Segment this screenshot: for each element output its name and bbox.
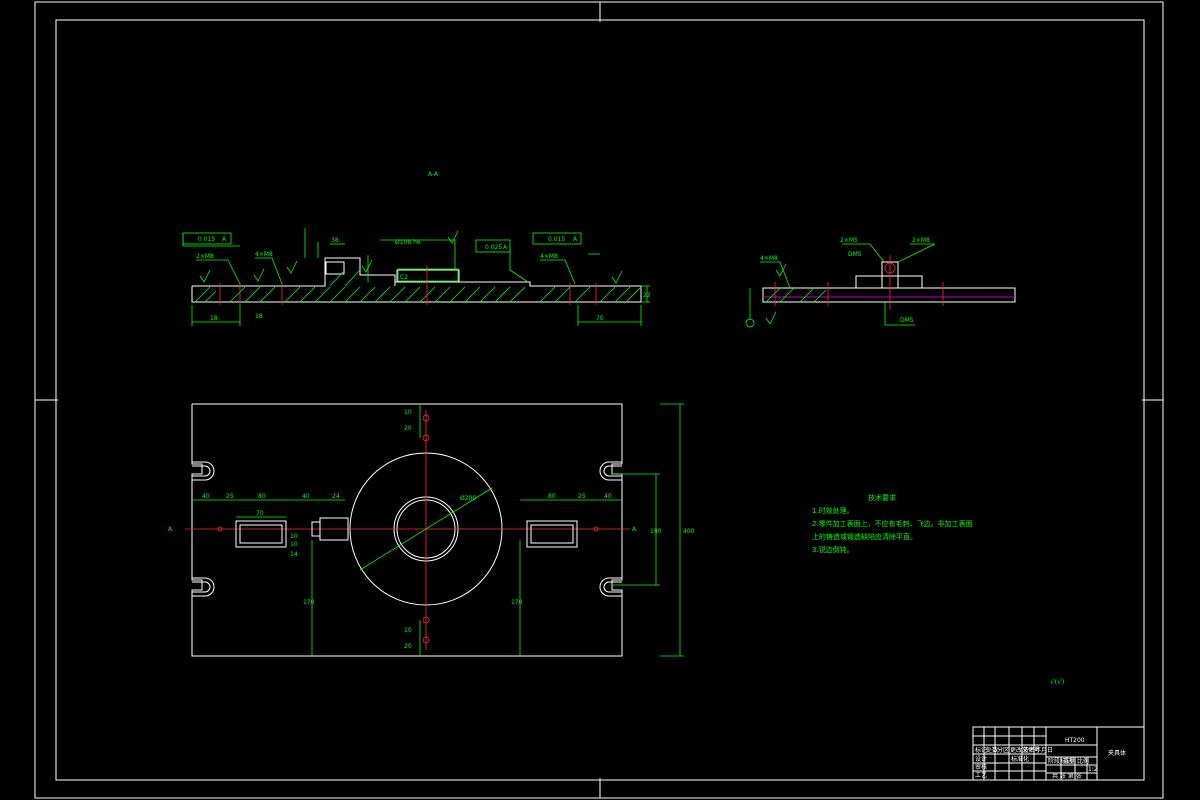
title-block: HT200 夹具体 标记 处数 分区 更改文件号 签名 年月日 阶段标记 重量 … <box>972 726 1145 781</box>
datum-label-2: A <box>503 244 508 251</box>
plan-vert-top-2: 20 <box>404 425 412 432</box>
tech-requirements: 技术要求 1.时效处理。 2.零件加工表面上，不应有毛刺、飞边。非加工表面 上的… <box>812 493 973 554</box>
title-name: 夹具体 <box>1108 749 1126 757</box>
plan-dim-4: 40 <box>302 493 310 500</box>
plan-dim-5: 24 <box>332 493 340 500</box>
datum-label-1: A <box>222 236 227 243</box>
depth-dim: 18 <box>255 313 263 320</box>
side-section-view: 0.015 A 0.015 A 0.025 A 2×M8 4×M8 4×M8 Ø… <box>182 228 651 326</box>
section-label: A-A <box>428 171 439 178</box>
right-width-dim: 70 <box>596 315 604 322</box>
height-dim: 38 <box>331 237 339 244</box>
tb-role-0: 设计 <box>975 755 987 763</box>
tech-title: 技术要求 <box>868 493 896 502</box>
tol-label-3: 0.015 <box>548 236 565 243</box>
hole-spec-1: 2×M8 <box>196 253 214 260</box>
tb-row-3: 更改文件号 <box>1010 746 1040 754</box>
tol-label-1: 0.015 <box>198 236 215 243</box>
title-material: HT200 <box>1065 737 1085 744</box>
tb-row-4: 签名 <box>1023 746 1035 754</box>
tb-role-2: 工艺 <box>975 771 987 779</box>
plan-view: A A 40 25 80 40 24 80 25 40 70 10 10 14 … <box>168 403 695 657</box>
plan-height-left: 170 <box>303 599 315 606</box>
tb-standard: 标准化 <box>1011 755 1029 763</box>
svg-text:A: A <box>168 526 173 533</box>
plan-small-3: 14 <box>290 551 298 558</box>
tb-stage-1: 重量 <box>1063 757 1075 765</box>
small-hole-spec: 4×M8 <box>760 255 778 262</box>
plan-right-span: 180 <box>650 528 662 535</box>
tech-item-3: 上的铸造或锻造缺陷应清除平直。 <box>812 532 917 541</box>
small-depth: DM5 <box>848 251 862 258</box>
center-dim: Ø108 h6 <box>395 239 421 246</box>
plan-dim-2: 25 <box>226 493 234 500</box>
tb-sheet: 共 张 第 张 <box>1052 772 1082 780</box>
plan-small-2: 10 <box>290 541 298 548</box>
outer-frame <box>34 1 1164 799</box>
tb-row-2: 分区 <box>997 746 1009 754</box>
svg-text:A: A <box>632 526 637 533</box>
tb-stage-2: 比例 <box>1077 757 1089 765</box>
plan-height-right: 170 <box>511 599 523 606</box>
plan-dim-1: 40 <box>202 493 210 500</box>
plan-diameter: Ø200 <box>460 495 476 502</box>
tb-row-0: 标记 <box>975 746 987 754</box>
thickness-dim: 22 <box>643 292 651 299</box>
plan-vert-bottom-2: 20 <box>404 643 412 650</box>
roughness-symbol: √(√) <box>1050 678 1065 686</box>
hole-spec-3: 4×M8 <box>540 253 558 260</box>
bore-label: C2 <box>400 274 408 281</box>
tech-item-1: 1.时效处理。 <box>812 506 854 515</box>
plan-small-1: 10 <box>290 533 298 540</box>
tb-row-5: 年月日 <box>1035 746 1053 754</box>
tech-item-4: 3.锐边倒钝。 <box>812 545 854 554</box>
plan-dim-r2: 25 <box>578 493 586 500</box>
plan-total-height: 400 <box>683 528 695 535</box>
tb-stage-0: 阶段标记 <box>1048 757 1072 765</box>
plan-inner-dim: 70 <box>256 510 264 517</box>
small-side-view: 4×M8 2×M5 2×M8 DM5 DM5 <box>745 237 1016 328</box>
plan-dim-r1: 80 <box>548 493 556 500</box>
inner-frame <box>55 19 1145 781</box>
small-bottom: DM5 <box>900 317 914 324</box>
left-width-dim: 18 <box>210 315 218 322</box>
plan-dim-r3: 40 <box>604 493 612 500</box>
tb-role-1: 审核 <box>975 763 987 771</box>
datum-label-3: A <box>573 236 578 243</box>
plan-vert-bottom-1: 10 <box>404 627 412 634</box>
tb-row-1: 处数 <box>986 746 998 754</box>
plan-dim-3: 80 <box>258 493 266 500</box>
hole-spec-2: 4×M8 <box>255 251 273 258</box>
tb-scale: 1:2 <box>1088 766 1098 773</box>
plan-vert-top-1: 10 <box>404 409 412 416</box>
small-tapped-spec: 2×M5 <box>840 237 858 244</box>
tech-item-2: 2.零件加工表面上，不应有毛刺、飞边。非加工表面 <box>812 519 973 528</box>
tol-label-2: 0.025 <box>485 244 502 251</box>
small-right-spec: 2×M8 <box>912 237 930 244</box>
